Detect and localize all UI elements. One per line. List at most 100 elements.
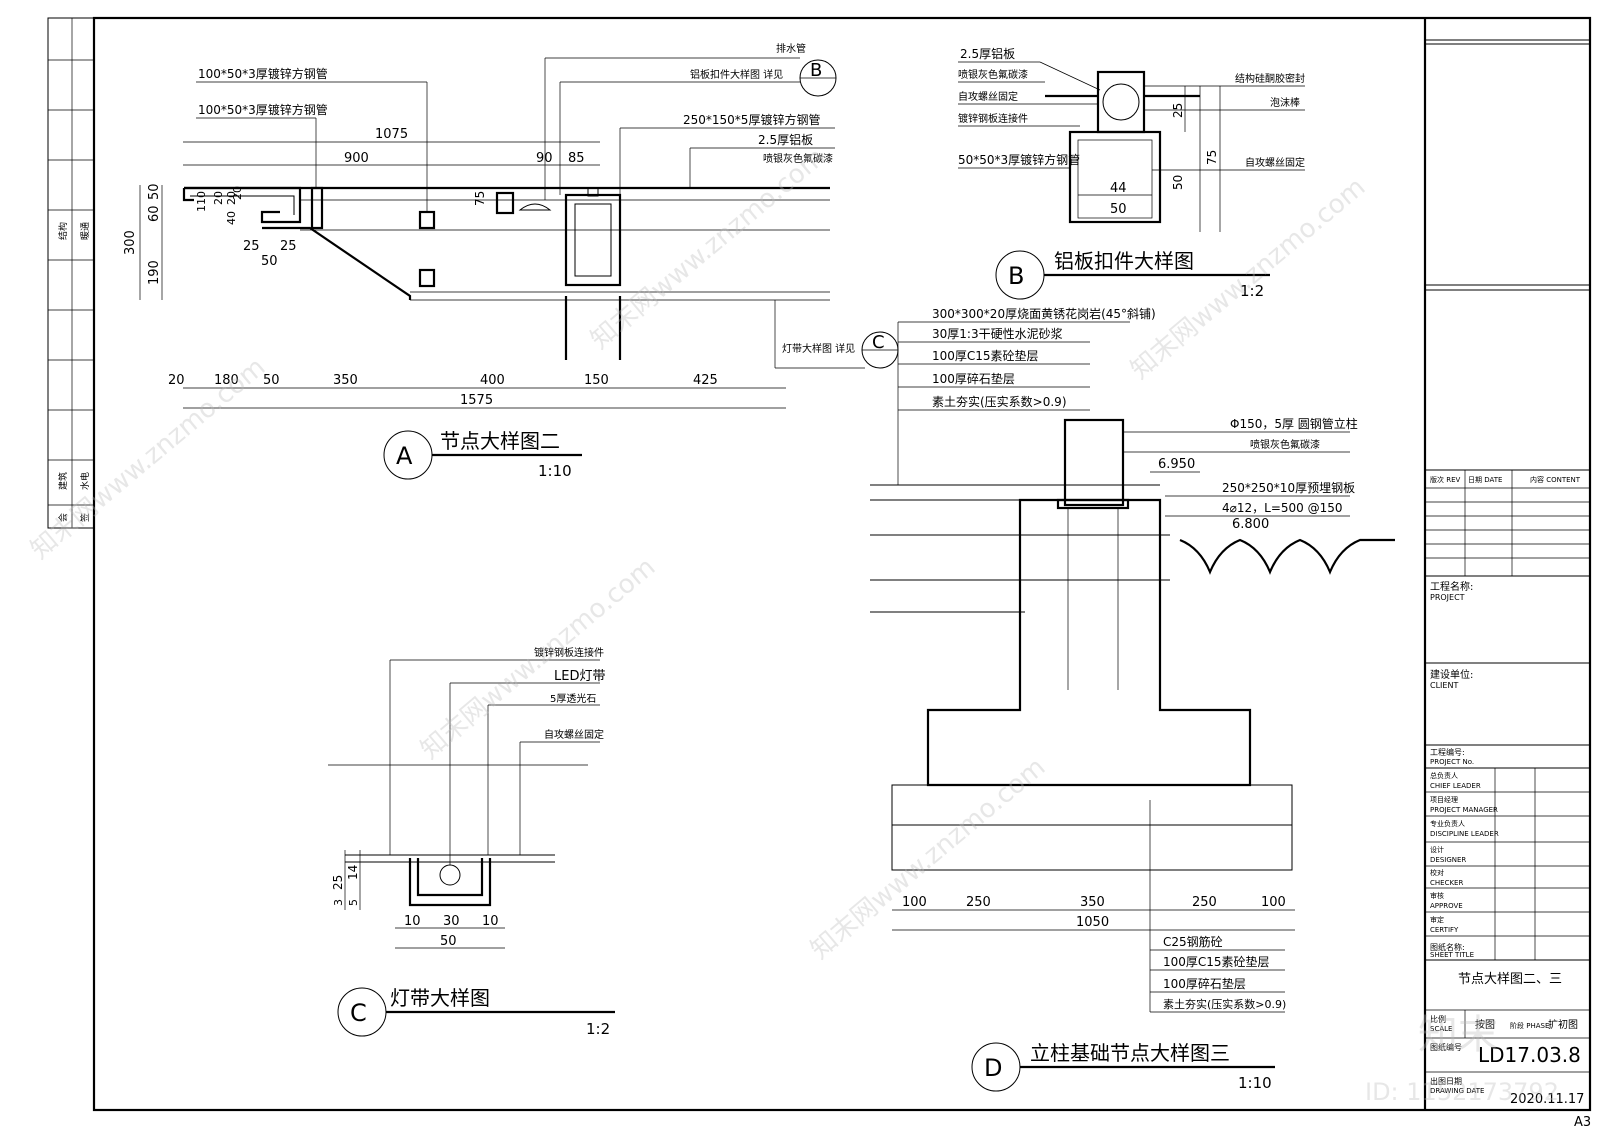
detail-a-scale: 1:10 [538,462,572,480]
dim-d-total: 1050 [1076,915,1109,930]
role-7-en: CERTIFY [1430,926,1459,934]
a-callout-8: 灯带大样图 详见 [782,342,855,355]
strip-label-3: 建筑 [57,472,69,490]
rev-header-3: 内容 CONTENT [1530,475,1581,484]
watermark: 知末网www.znzmo.com 知末网www.znzmo.com 知末网www… [25,142,1559,1106]
dim-c-total: 50 [440,934,457,949]
d-elev-1: 6.950 [1158,457,1195,472]
detail-a: 1075 900 90 85 75 300 60 50 190 110 20 4… [123,42,899,480]
drawing-no: LD17.03.8 [1478,1043,1581,1067]
dim-a-75: 75 [473,191,487,206]
b-callout-r2: 泡沫棒 [1270,96,1300,109]
rev-header-1: 版次 REV [1430,475,1461,484]
detail-c: 镀锌钢板连接件 LED灯带 5厚透光石 自攻螺丝固定 25 14 3 5 10 … [328,646,615,1038]
b-callout-l1: 2.5厚铝板 [960,46,1015,61]
role-1-en: CHIEF LEADER [1430,782,1481,790]
dim-a-90: 90 [536,151,553,166]
title-block: 版次 REV 日期 DATE 内容 CONTENT 工程名称: PROJECT … [1425,39,1590,1107]
dim-c-30: 30 [443,914,460,929]
strip-label-5: 会 [57,513,69,522]
detail-b: 25 75 50 44 50 2.5厚铝板 喷银灰色氟碳漆 自攻螺丝固定 镀锌钢… [958,46,1305,300]
detail-d-title: 立柱基础节点大样图三 [1030,1041,1230,1065]
client-en: CLIENT [1430,681,1458,690]
strip-label-4: 水电 [79,472,91,490]
scale-val: 按图 [1475,1018,1495,1031]
c-callout-1: 镀锌钢板连接件 [534,646,604,659]
date-en: DRAWING DATE [1430,1087,1484,1095]
dim-b-75: 75 [1205,150,1219,165]
strip-label-6: 签 [79,513,91,522]
dim-a-20b: 20 [225,191,238,205]
detail-a-title: 节点大样图二 [440,429,560,453]
dim-a-b-20: 20 [168,373,185,388]
watermark-brand: 知末 [1418,1012,1498,1058]
dim-b-25: 25 [1171,103,1185,118]
detail-c-scale: 1:2 [586,1020,610,1038]
dim-a-20a: 20 [212,191,225,205]
dim-a-300: 300 [123,230,138,255]
d-column-2: 喷银灰色氟碳漆 [1250,438,1320,451]
rev-header-2: 日期 DATE [1468,476,1502,484]
d-blayer-3: 100厚碎石垫层 [1163,976,1246,991]
role-7-cn: 审定 [1430,915,1444,924]
dim-c-25: 25 [331,875,345,890]
role-6-cn: 审核 [1430,891,1444,900]
watermark-text-5: 知末网www.znzmo.com [585,142,831,355]
a-callout-5: 250*150*5厚镀锌方钢管 [683,112,820,127]
dim-d-250b: 250 [1192,895,1217,910]
dim-c-14: 14 [346,865,360,880]
dim-a-1075: 1075 [375,127,408,142]
left-strip: 结构 暖通 建筑 水电 会 签 [47,17,95,529]
d-plate-1: 250*250*10厚预埋钢板 [1222,481,1355,495]
dim-a-110: 110 [195,191,208,212]
b-callout-l3: 自攻螺丝固定 [958,90,1018,103]
b-callout-r1: 结构硅酮胶密封 [1235,72,1305,85]
d-blayer-4: 素土夯实(压实系数>0.9) [1163,997,1286,1011]
date-val: 2020.11.17 [1510,1092,1584,1107]
dim-a-b-150: 150 [584,373,609,388]
phase-label: 阶段 PHASE [1510,1021,1549,1030]
b-callout-r3: 自攻螺丝固定 [1245,156,1305,169]
role-6-en: APPROVE [1430,902,1463,910]
d-layer-2: 30厚1:3干硬性水泥砂浆 [932,326,1063,341]
d-blayer-2: 100厚C15素砼垫层 [1163,954,1270,969]
dim-d-100b: 100 [1261,895,1286,910]
role-2-cn: 项目经理 [1430,795,1458,804]
dim-d-250a: 250 [966,895,991,910]
client-label: 建设单位: [1430,668,1473,681]
sheet-title-en: SHEET TITLE [1430,951,1474,959]
d-elev-2: 6.800 [1232,517,1269,532]
paper-size: A3 [1574,1115,1591,1130]
dim-a-25b: 25 [280,239,297,254]
c-callout-2: LED灯带 [554,669,605,684]
project-label: 工程名称: [1430,580,1473,593]
dim-b-50b: 50 [1110,202,1127,217]
detail-d-scale: 1:10 [1238,1074,1272,1092]
detail-b-id: B [1008,262,1024,290]
strip-label-1: 结构 [57,222,69,240]
dim-a-900: 900 [344,151,369,166]
detail-d-id: D [984,1054,1002,1082]
a-callout-7: 喷银灰色氟碳漆 [763,152,833,165]
dim-a-b-50: 50 [263,373,280,388]
watermark-text-2: 知末网www.znzmo.com [415,552,661,765]
role-3-en: DISCIPLINE LEADER [1430,830,1499,838]
projno-en: PROJECT No. [1430,758,1474,766]
dim-a-50: 50 [261,254,278,269]
a-callout-2: 100*50*3厚镀锌方钢管 [198,102,328,117]
detail-b-title: 铝板扣件大样图 [1054,249,1194,273]
sheet-border [92,16,1592,1112]
c-callout-3: 5厚透光石 [550,692,596,705]
d-layer-5: 素土夯实(压实系数>0.9) [932,394,1067,409]
project-en: PROJECT [1430,593,1465,602]
a-ref-b-label: B [810,60,822,81]
role-5-en: CHECKER [1430,879,1463,887]
dim-a-b-425: 425 [693,373,718,388]
b-callout-l2: 喷银灰色氟碳漆 [958,68,1028,81]
dim-a-25a: 25 [243,239,260,254]
dim-d-100a: 100 [902,895,927,910]
dim-b-44: 44 [1110,181,1127,196]
b-callout-l4: 镀锌钢板连接件 [958,112,1028,125]
a-callout-6: 2.5厚铝板 [758,132,813,147]
